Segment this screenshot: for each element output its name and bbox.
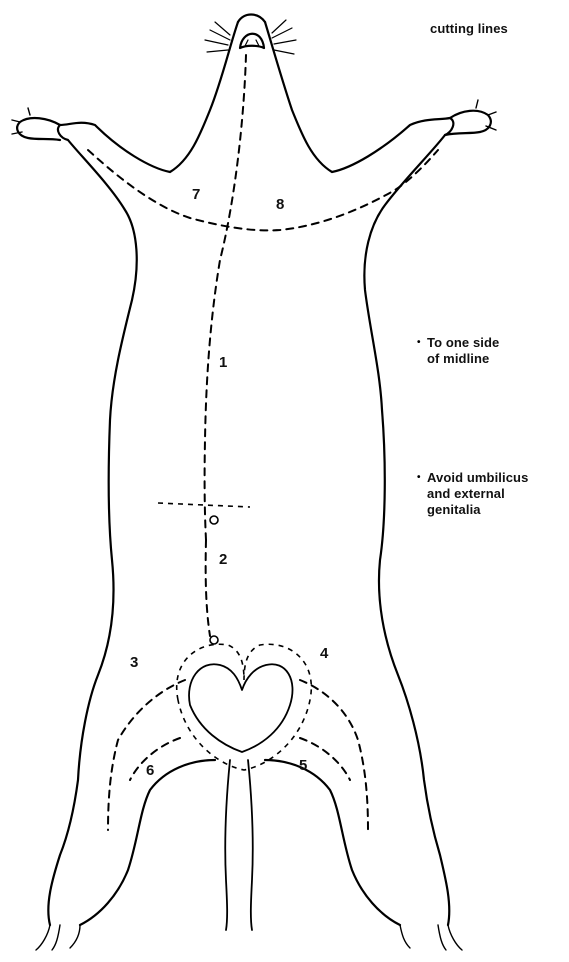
genital-outline	[189, 664, 292, 752]
cut-label-7: 7	[192, 187, 200, 203]
cut-label-4: 4	[320, 646, 328, 662]
left-paw-icon	[12, 108, 60, 140]
whiskers-left-icon	[205, 22, 230, 52]
cut-label-5: 5	[299, 758, 307, 774]
legend-title: cutting lines	[430, 22, 508, 36]
cut-label-2: 2	[219, 552, 227, 568]
body-outline-right	[265, 22, 453, 925]
umbilicus-icon	[210, 516, 218, 524]
whiskers-right-icon	[272, 20, 296, 54]
cut-label-8: 8	[276, 197, 284, 213]
left-foot-icon	[36, 925, 80, 950]
right-paw-icon	[445, 100, 496, 135]
note-bullet-2: •	[417, 472, 421, 483]
hind-region	[36, 636, 462, 950]
body-outline-left	[48, 22, 238, 925]
tail-icon	[225, 760, 230, 930]
cut-line-2	[206, 540, 210, 636]
cut-label-1: 1	[219, 355, 227, 371]
note-midline-line2: of midline	[427, 352, 489, 366]
note-bullet-1: •	[417, 337, 421, 348]
cut-label-3: 3	[130, 655, 138, 671]
head-group	[205, 15, 296, 55]
anus-icon	[210, 636, 218, 644]
note-avoid-line3: genitalia	[427, 503, 481, 517]
umbilicus-cross-line	[158, 503, 250, 507]
cut-line-5	[300, 738, 350, 780]
cut-line-1	[205, 55, 246, 540]
note-avoid-line1: Avoid umbilicus	[427, 471, 528, 485]
mouth-icon	[240, 34, 264, 48]
note-midline-line1: To one side	[427, 336, 499, 350]
right-foot-icon	[400, 925, 462, 950]
cut-line-7-8	[88, 150, 438, 230]
cut-line-3	[108, 680, 185, 830]
cutting-lines	[88, 55, 438, 830]
cut-label-6: 6	[146, 763, 154, 779]
note-avoid-line2: and external	[427, 487, 505, 501]
cut-line-6	[130, 738, 180, 780]
